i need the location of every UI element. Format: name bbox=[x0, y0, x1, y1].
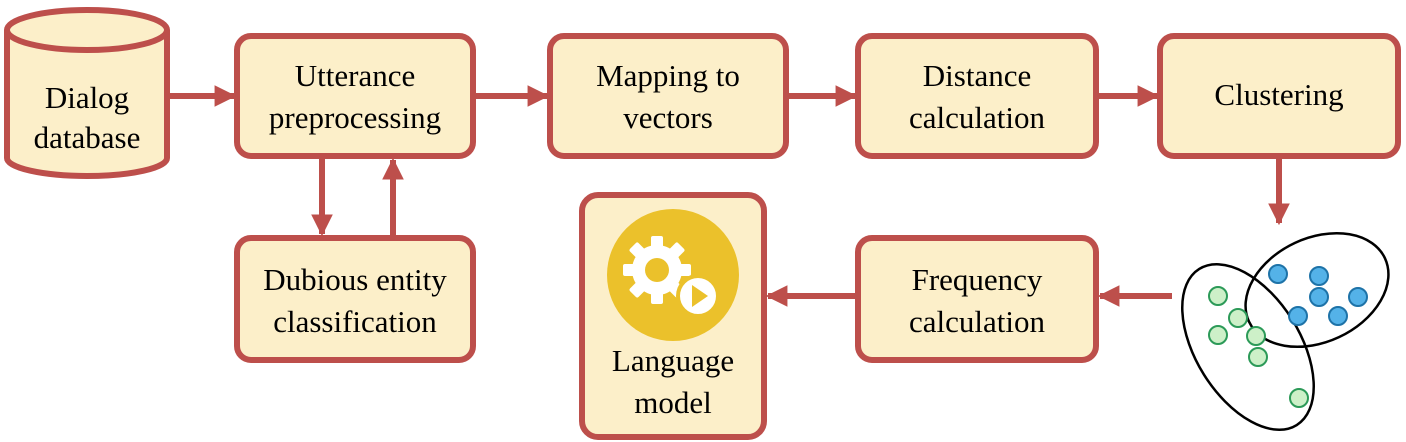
utterance-preprocessing-label-line1: Utterance bbox=[295, 58, 415, 93]
dialog-database-label-line2: database bbox=[34, 120, 141, 155]
blue-cluster-points bbox=[1268, 264, 1368, 326]
database-cylinder-body bbox=[4, 30, 170, 179]
language-model-label-line2: model bbox=[634, 385, 712, 420]
clustering-node: Clustering bbox=[1157, 33, 1401, 159]
dialog-database-label-line1: Dialog bbox=[45, 80, 129, 115]
distance-calculation-node: Distance calculation bbox=[855, 33, 1099, 159]
distance-calculation-label-line1: Distance bbox=[923, 58, 1031, 93]
dubious-entity-label-line2: classification bbox=[273, 304, 437, 339]
flow-arrows bbox=[170, 85, 1290, 307]
dialog-database-node: Dialog database bbox=[4, 7, 170, 179]
language-model-label-line1: Language bbox=[612, 343, 734, 378]
gear-play-icon bbox=[607, 209, 739, 341]
mapping-to-vectors-label-line2: vectors bbox=[623, 100, 713, 135]
mapping-to-vectors-node: Mapping to vectors bbox=[547, 33, 789, 159]
language-model-node: Language model bbox=[579, 192, 767, 440]
clustering-label: Clustering bbox=[1214, 77, 1343, 112]
cluster-ellipse-blue bbox=[1244, 231, 1390, 349]
frequency-calculation-label-line1: Frequency bbox=[912, 262, 1043, 297]
frequency-calculation-node: Frequency calculation bbox=[855, 235, 1099, 363]
database-cylinder-top bbox=[4, 7, 170, 53]
utterance-preprocessing-label-line2: preprocessing bbox=[269, 100, 441, 135]
utterance-preprocessing-node: Utterance preprocessing bbox=[234, 33, 476, 159]
distance-calculation-label-line2: calculation bbox=[909, 100, 1045, 135]
frequency-calculation-label-line2: calculation bbox=[909, 304, 1045, 339]
green-cluster-points bbox=[1208, 286, 1309, 408]
dubious-entity-label-line1: Dubious entity bbox=[263, 262, 447, 297]
cluster-illustration bbox=[1181, 231, 1390, 431]
mapping-to-vectors-label-line1: Mapping to bbox=[596, 58, 740, 93]
dubious-entity-classification-node: Dubious entity classification bbox=[234, 235, 476, 363]
